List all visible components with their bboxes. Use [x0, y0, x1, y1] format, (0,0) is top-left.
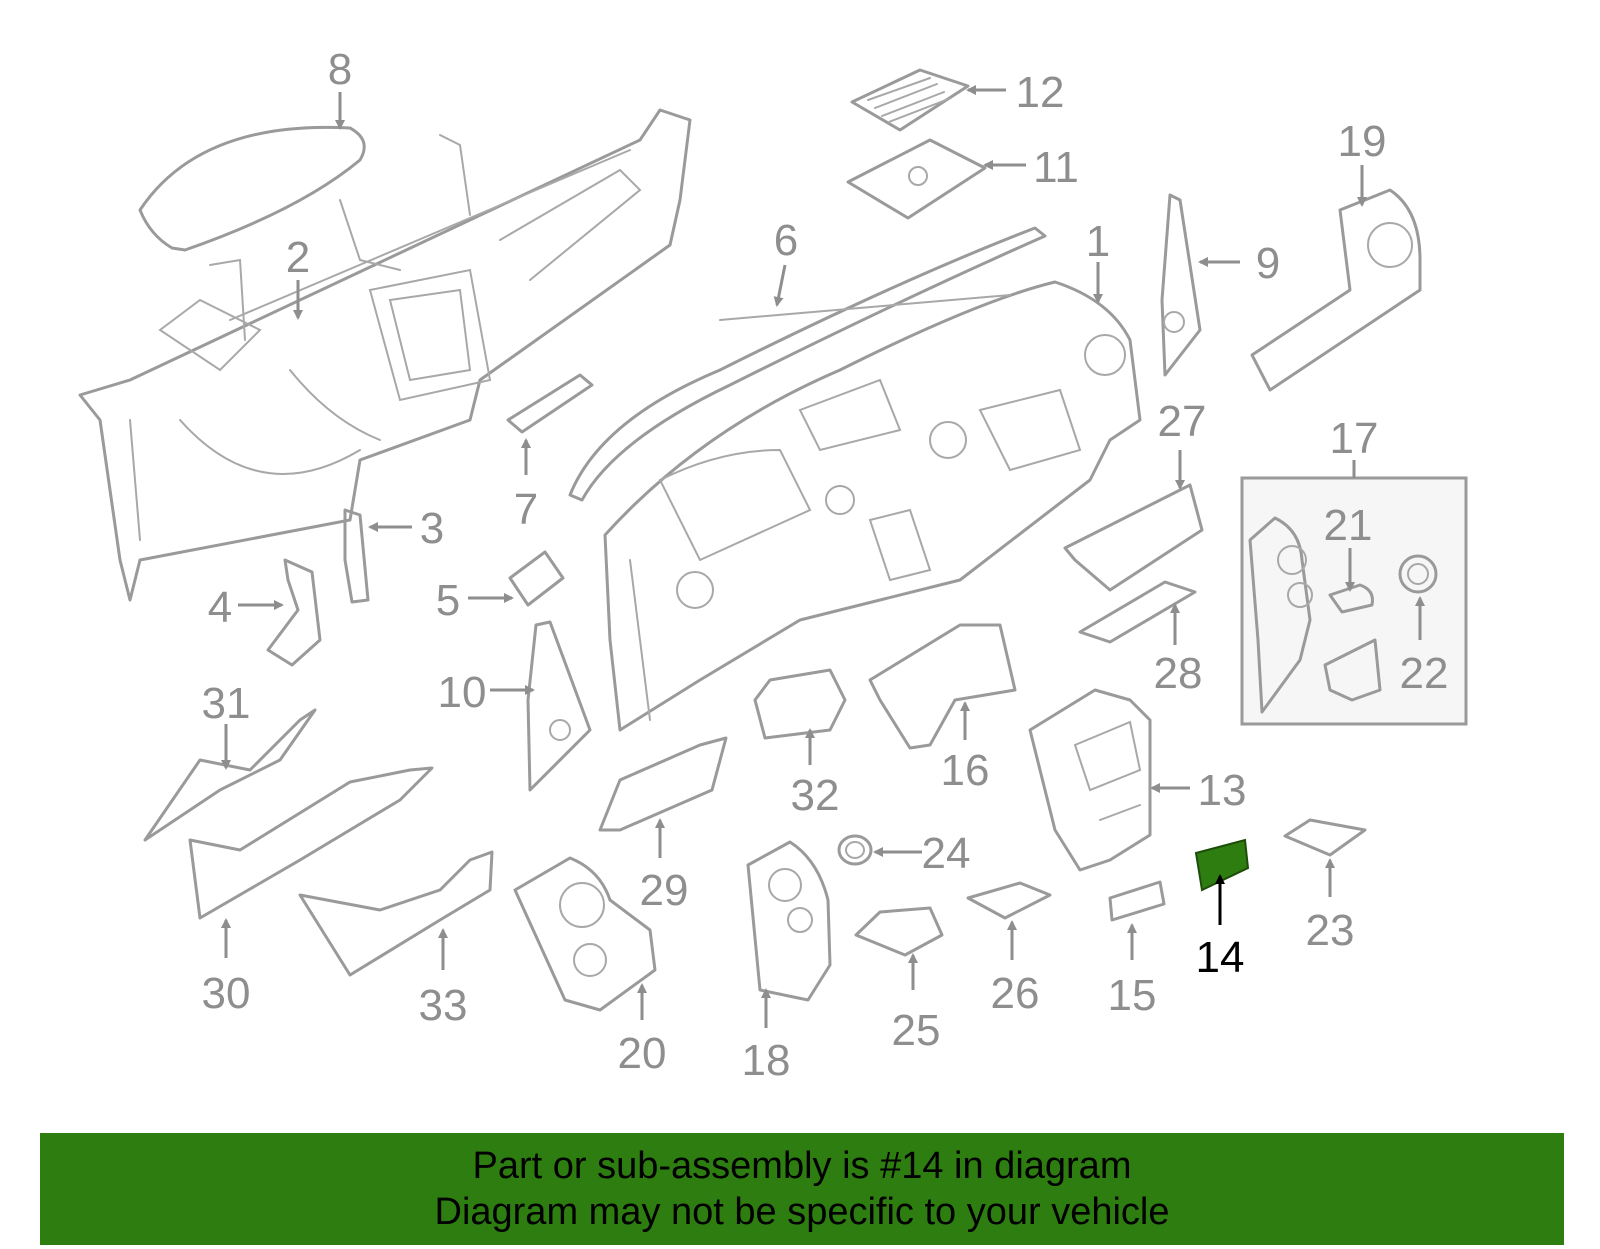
part-5-shape: [508, 550, 565, 607]
callout-27: 27: [1158, 397, 1207, 446]
part-1-shape: [603, 280, 1142, 732]
part-32-shape: [753, 668, 847, 740]
part-17-group: [1240, 476, 1468, 726]
callout-4: 4: [208, 583, 232, 632]
callout-6: 6: [774, 216, 798, 265]
info-banner: Part or sub-assembly is #14 in diagram D…: [40, 1133, 1564, 1245]
part-6-shape: [568, 226, 1047, 502]
part-11-shape: [846, 138, 987, 220]
callout-19: 19: [1338, 117, 1387, 166]
callout-17: 17: [1330, 414, 1379, 463]
callout-21: 21: [1324, 501, 1373, 550]
callout-20: 20: [618, 1029, 667, 1078]
callout-13: 13: [1198, 766, 1247, 815]
part-18-shape: [746, 840, 832, 1002]
part-28-shape: [1078, 580, 1197, 644]
part-7-shape: [506, 373, 594, 434]
part-24-shape: [837, 834, 873, 866]
part-26-shape: [966, 881, 1052, 920]
part-4-shape: [266, 558, 322, 667]
part-3-shape: [343, 508, 370, 604]
part-10-shape: [526, 620, 592, 792]
part-8-shape: [138, 125, 366, 252]
callout-22: 22: [1400, 649, 1449, 698]
part-27-shape: [1063, 483, 1204, 592]
part-12-shape: [850, 68, 970, 132]
banner-line-2: Diagram may not be specific to your vehi…: [434, 1191, 1170, 1233]
callout-29: 29: [640, 866, 689, 915]
callout-1: 1: [1086, 217, 1110, 266]
callout-28: 28: [1154, 649, 1203, 698]
callout-31: 31: [202, 679, 251, 728]
callout-33: 33: [419, 981, 468, 1030]
part-19-shape: [1250, 188, 1422, 392]
callout-14: 14: [1196, 933, 1245, 982]
part-15-shape: [1108, 880, 1166, 922]
part-16-shape: [868, 623, 1017, 750]
part-23-shape: [1283, 818, 1367, 857]
callout-15: 15: [1108, 971, 1157, 1020]
callout-8: 8: [328, 45, 352, 94]
callout-30: 30: [202, 969, 251, 1018]
callout-5: 5: [436, 576, 460, 625]
banner-line-1: Part or sub-assembly is #14 in diagram: [472, 1145, 1132, 1187]
callout-25: 25: [892, 1006, 941, 1055]
callout-24: 24: [922, 829, 971, 878]
leader-lines: [221, 85, 1425, 1028]
callout-7: 7: [514, 485, 538, 534]
callout-26: 26: [991, 969, 1040, 1018]
callout-10: 10: [438, 668, 487, 717]
part-14-shape: [1194, 838, 1250, 892]
callout-3: 3: [420, 504, 444, 553]
part-25-shape: [854, 906, 944, 957]
part-30-shape: [188, 766, 434, 920]
callout-9: 9: [1256, 239, 1280, 288]
callout-12: 12: [1016, 68, 1065, 117]
part-9-shape: [1160, 193, 1202, 377]
part-31-shape: [143, 708, 317, 842]
callout-16: 16: [941, 746, 990, 795]
part-13-shape: [1028, 688, 1152, 872]
callout-32: 32: [791, 771, 840, 820]
callout-23: 23: [1306, 906, 1355, 955]
callout-11: 11: [1033, 143, 1079, 192]
part-29-shape: [598, 736, 728, 832]
callout-2: 2: [286, 233, 310, 282]
part-20-shape: [513, 856, 657, 1012]
part-33-shape: [298, 850, 494, 977]
callout-18: 18: [742, 1036, 791, 1085]
